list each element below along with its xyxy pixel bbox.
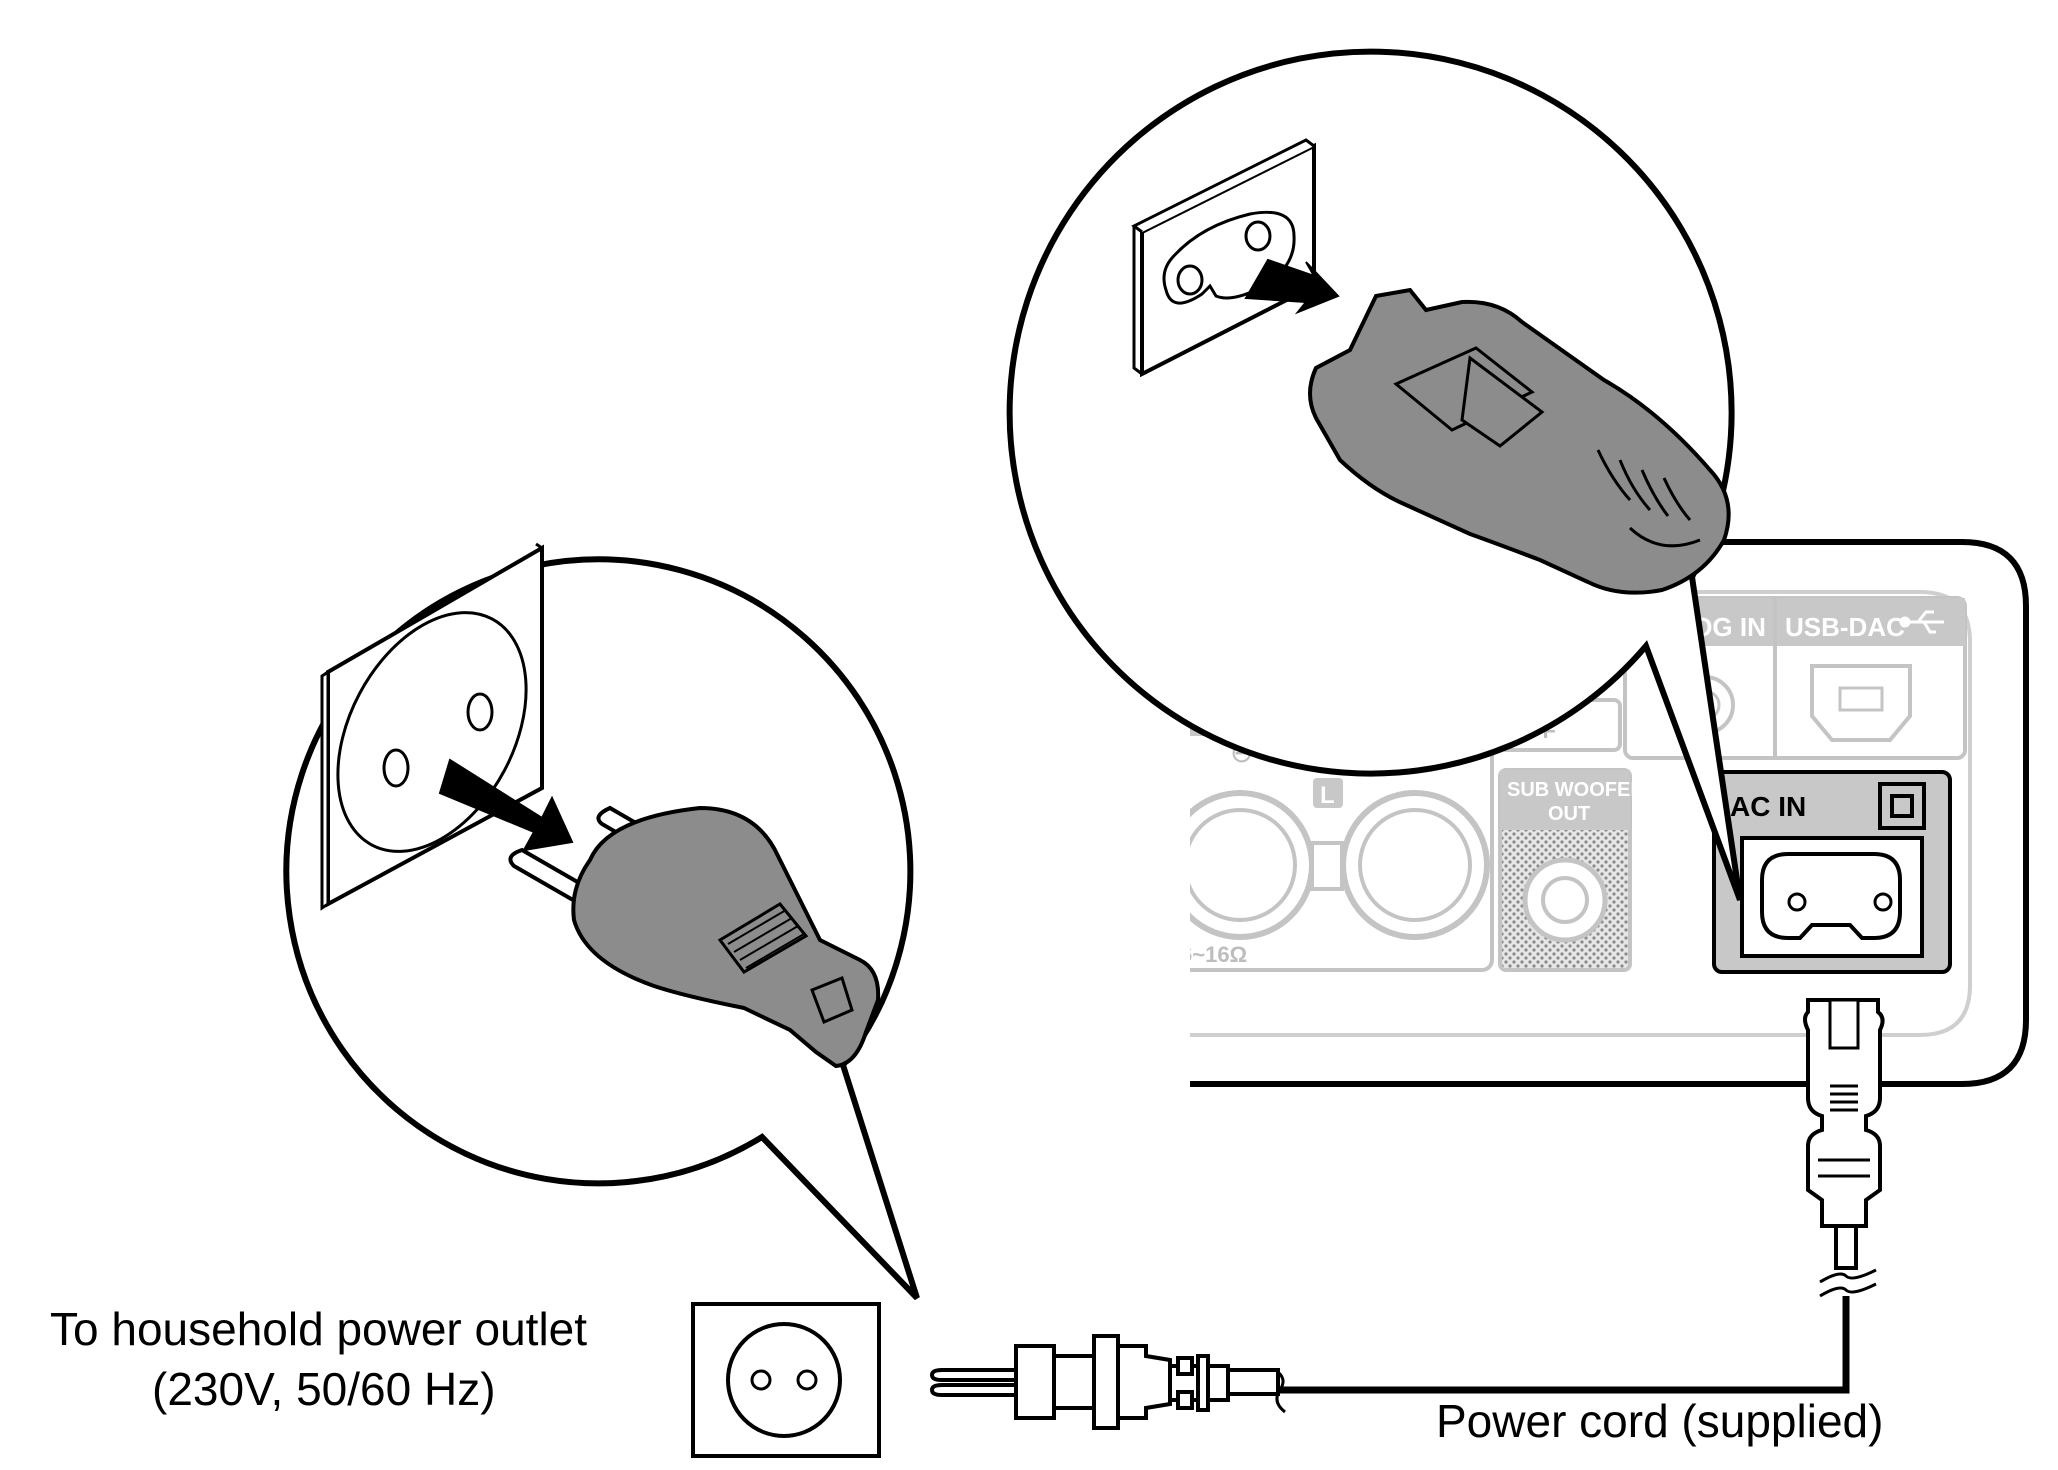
subwoofer-label-1: SUB WOOFER <box>1507 779 1645 801</box>
europlug <box>929 1334 1280 1430</box>
ac-in-socket: AC IN <box>1712 770 1952 974</box>
insert-arrow-icon-2 <box>1244 258 1340 315</box>
subwoofer-label-2: OUT <box>1548 803 1590 825</box>
insert-arrow-icon <box>438 758 574 852</box>
outlet-caption-line-2: (230V, 50/60 Hz) <box>152 1363 496 1415</box>
power-cord <box>929 998 1885 1430</box>
wall-outlet-icon <box>691 1302 881 1458</box>
ac-in-callout <box>1006 48 1743 902</box>
impedance-label: 6~16Ω <box>1180 942 1247 967</box>
outlet-callout <box>283 542 920 1301</box>
subwoofer-out: OFF SUB WOOFER OUT <box>1498 698 1645 972</box>
usb-dac-label: USB-DAC <box>1785 612 1905 642</box>
speaker-channel-label: L <box>1320 782 1335 809</box>
double-insulation-icon <box>1878 782 1926 830</box>
outlet-caption-line-1: To household power outlet <box>50 1303 588 1355</box>
ac-in-label: AC IN <box>1730 791 1806 822</box>
power-cord-caption: Power cord (supplied) <box>1436 1395 1884 1447</box>
usb-icon <box>1899 610 1944 634</box>
